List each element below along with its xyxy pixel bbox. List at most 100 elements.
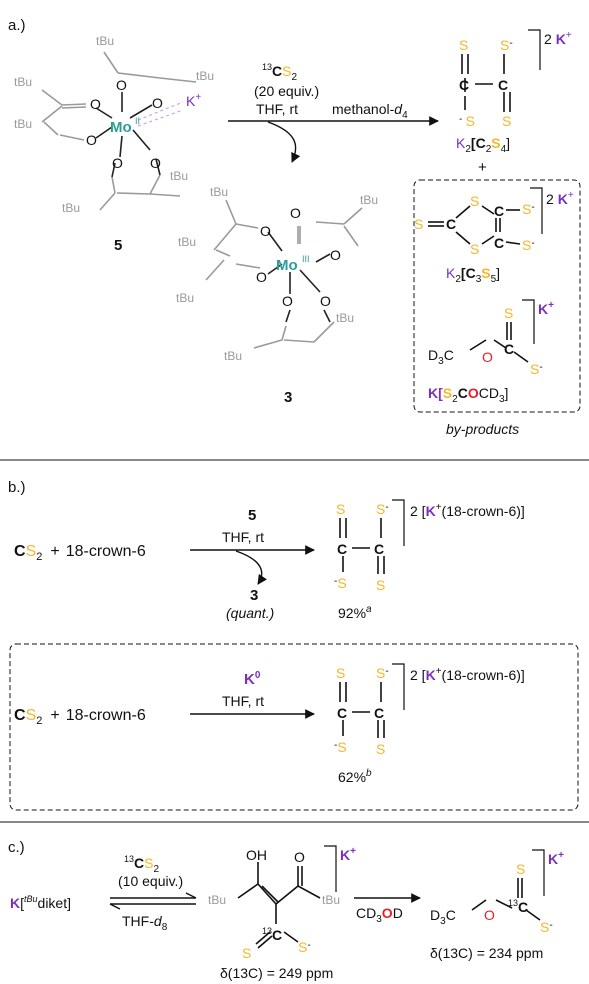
b1-counterion: 2 [K+(18-crown-6)] [410, 502, 525, 519]
c2s4-formula: K2[C2S4] [456, 135, 510, 155]
int-oh: OH [246, 847, 267, 863]
int-tbu-left: tBu [208, 893, 226, 907]
int-s1: S [242, 945, 251, 961]
c3-o6: O [320, 293, 331, 309]
equilibrium-arrows [109, 892, 197, 910]
c-equiv: (10 equiv.) [118, 873, 183, 889]
byproduct-xanthate: D3C O C S S- K+ K[S2COCD3] [428, 299, 554, 405]
cp-c: 13C [508, 898, 528, 915]
c3-tbu-right: tBu [360, 193, 378, 207]
c5-tbu-left-bot: tBu [14, 117, 32, 131]
b1-c1: C [337, 541, 347, 557]
c-quench: CD3OD [356, 905, 403, 925]
c3s5-s-r1: S- [522, 201, 535, 217]
c-reactant: K[tBudiket] [10, 894, 71, 911]
xan-formula: K[S2COCD3] [428, 385, 508, 405]
c5-ox: II [135, 116, 140, 126]
c3-label: 3 [284, 389, 292, 406]
b2-s2: -S [334, 739, 347, 755]
c5-o6: O [150, 155, 161, 171]
b2-c1: C [337, 705, 347, 721]
b2-conditions: THF, rt [222, 693, 264, 709]
c5-o4: O [152, 95, 163, 111]
panel-a-equiv: (20 equiv.) [254, 83, 319, 99]
panel-b-reaction-1: CS2+18-crown-6 5 THF, rt 3 (quant.) S C … [14, 499, 525, 621]
complex-3: O O O O O O Mo III tBu tBu tBu tBu tBu t… [176, 185, 378, 406]
complex-5: O O O O O O Mo II K+ tBu tBu tBu tBu tBu… [14, 34, 214, 254]
panel-b-label: b.) [8, 479, 26, 496]
c2s4-c1: C [459, 77, 469, 93]
c2s4-s2: S- [459, 113, 475, 129]
c5-o3: O [116, 77, 127, 93]
b1-conditions: THF, rt [222, 529, 264, 545]
c5-tbu-bot: tBu [62, 201, 80, 215]
b1-s1: S [336, 501, 345, 517]
byproducts-label: by-products [446, 421, 519, 437]
reaction-2-box [9, 643, 579, 811]
panel-c-label: c.) [8, 839, 25, 856]
b1-reactant: CS2+18-crown-6 [14, 543, 146, 563]
c3-o3: O [330, 247, 341, 263]
int-c: 13C [262, 926, 282, 943]
cp-s-r: S- [540, 919, 553, 935]
c3s5-s-r2: S- [522, 237, 535, 253]
b1-yield: 92%a [338, 604, 372, 621]
cp-charge: K+ [548, 850, 564, 867]
b2-c2: C [374, 705, 384, 721]
c3s5-s-exo: S [414, 216, 423, 232]
c2s4-s3: S- [500, 37, 513, 53]
b1-c2: C [374, 541, 384, 557]
byproducts-box [413, 179, 581, 413]
c3s5-c3: C [494, 235, 504, 251]
b2-reagent: K0 [244, 670, 261, 688]
panel-a-arrow [228, 116, 439, 163]
c5-metal: Mo [110, 119, 132, 136]
int-s2: S- [298, 939, 311, 955]
c3-tbu-right-bot: tBu [336, 311, 354, 325]
c5-tbu-right-bot: tBu [170, 169, 188, 183]
c5-tbu-right: tBu [196, 69, 214, 83]
c5-o5: O [112, 155, 123, 171]
b2-yield: 62%b [338, 768, 372, 785]
cp-methyl: D3C [430, 907, 456, 927]
panel-a-reagent: 13CS2 [262, 62, 297, 83]
c-conditions: THF-d8 [122, 913, 168, 933]
c5-cation: K+ [186, 92, 201, 109]
b2-s1: S [336, 665, 345, 681]
panel-a-conditions: THF, rt [256, 101, 298, 117]
c2s4-s4: S [502, 113, 511, 129]
c3-o2: O [256, 269, 267, 285]
int-o: O [294, 849, 305, 865]
b1-byproduct-note: (quant.) [226, 605, 274, 621]
c3-tbu-top: tBu [210, 185, 228, 199]
c-reagent: 13CS2 [124, 854, 159, 875]
c3s5-s-top: S [470, 193, 479, 209]
plus-sign: + [478, 159, 487, 176]
c5-tbu-top: tBu [96, 34, 114, 48]
int-shift: δ(13C) = 249 ppm [220, 965, 333, 981]
c3-o5: O [282, 293, 293, 309]
c3-o1: O [260, 223, 271, 239]
xan-s-top: S [504, 305, 513, 321]
intermediate: OH O tBu tBu 13C S S- K+ δ(13C) = 249 pp… [208, 845, 356, 981]
panel-a-label: a.) [8, 17, 26, 34]
xan-o: O [482, 349, 493, 365]
xan-charge: K+ [538, 300, 554, 317]
cp-s-top: S [516, 861, 525, 877]
panel-b-reaction-2: CS2+18-crown-6 K0 THF, rt S C -S C S- S … [14, 663, 525, 785]
c2s4-c2: C [498, 77, 508, 93]
c5-tbu-left-top: tBu [14, 75, 32, 89]
c3s5-s-bot: S [470, 241, 479, 257]
b1-s3: S- [376, 501, 389, 517]
b1-reagent: 5 [248, 507, 256, 524]
b2-s3: S- [376, 665, 389, 681]
c5-o2: O [86, 132, 97, 148]
b1-s4: S [376, 577, 385, 593]
c3-tbu-left: tBu [178, 235, 196, 249]
c3-tbu-left-bot: tBu [176, 291, 194, 305]
